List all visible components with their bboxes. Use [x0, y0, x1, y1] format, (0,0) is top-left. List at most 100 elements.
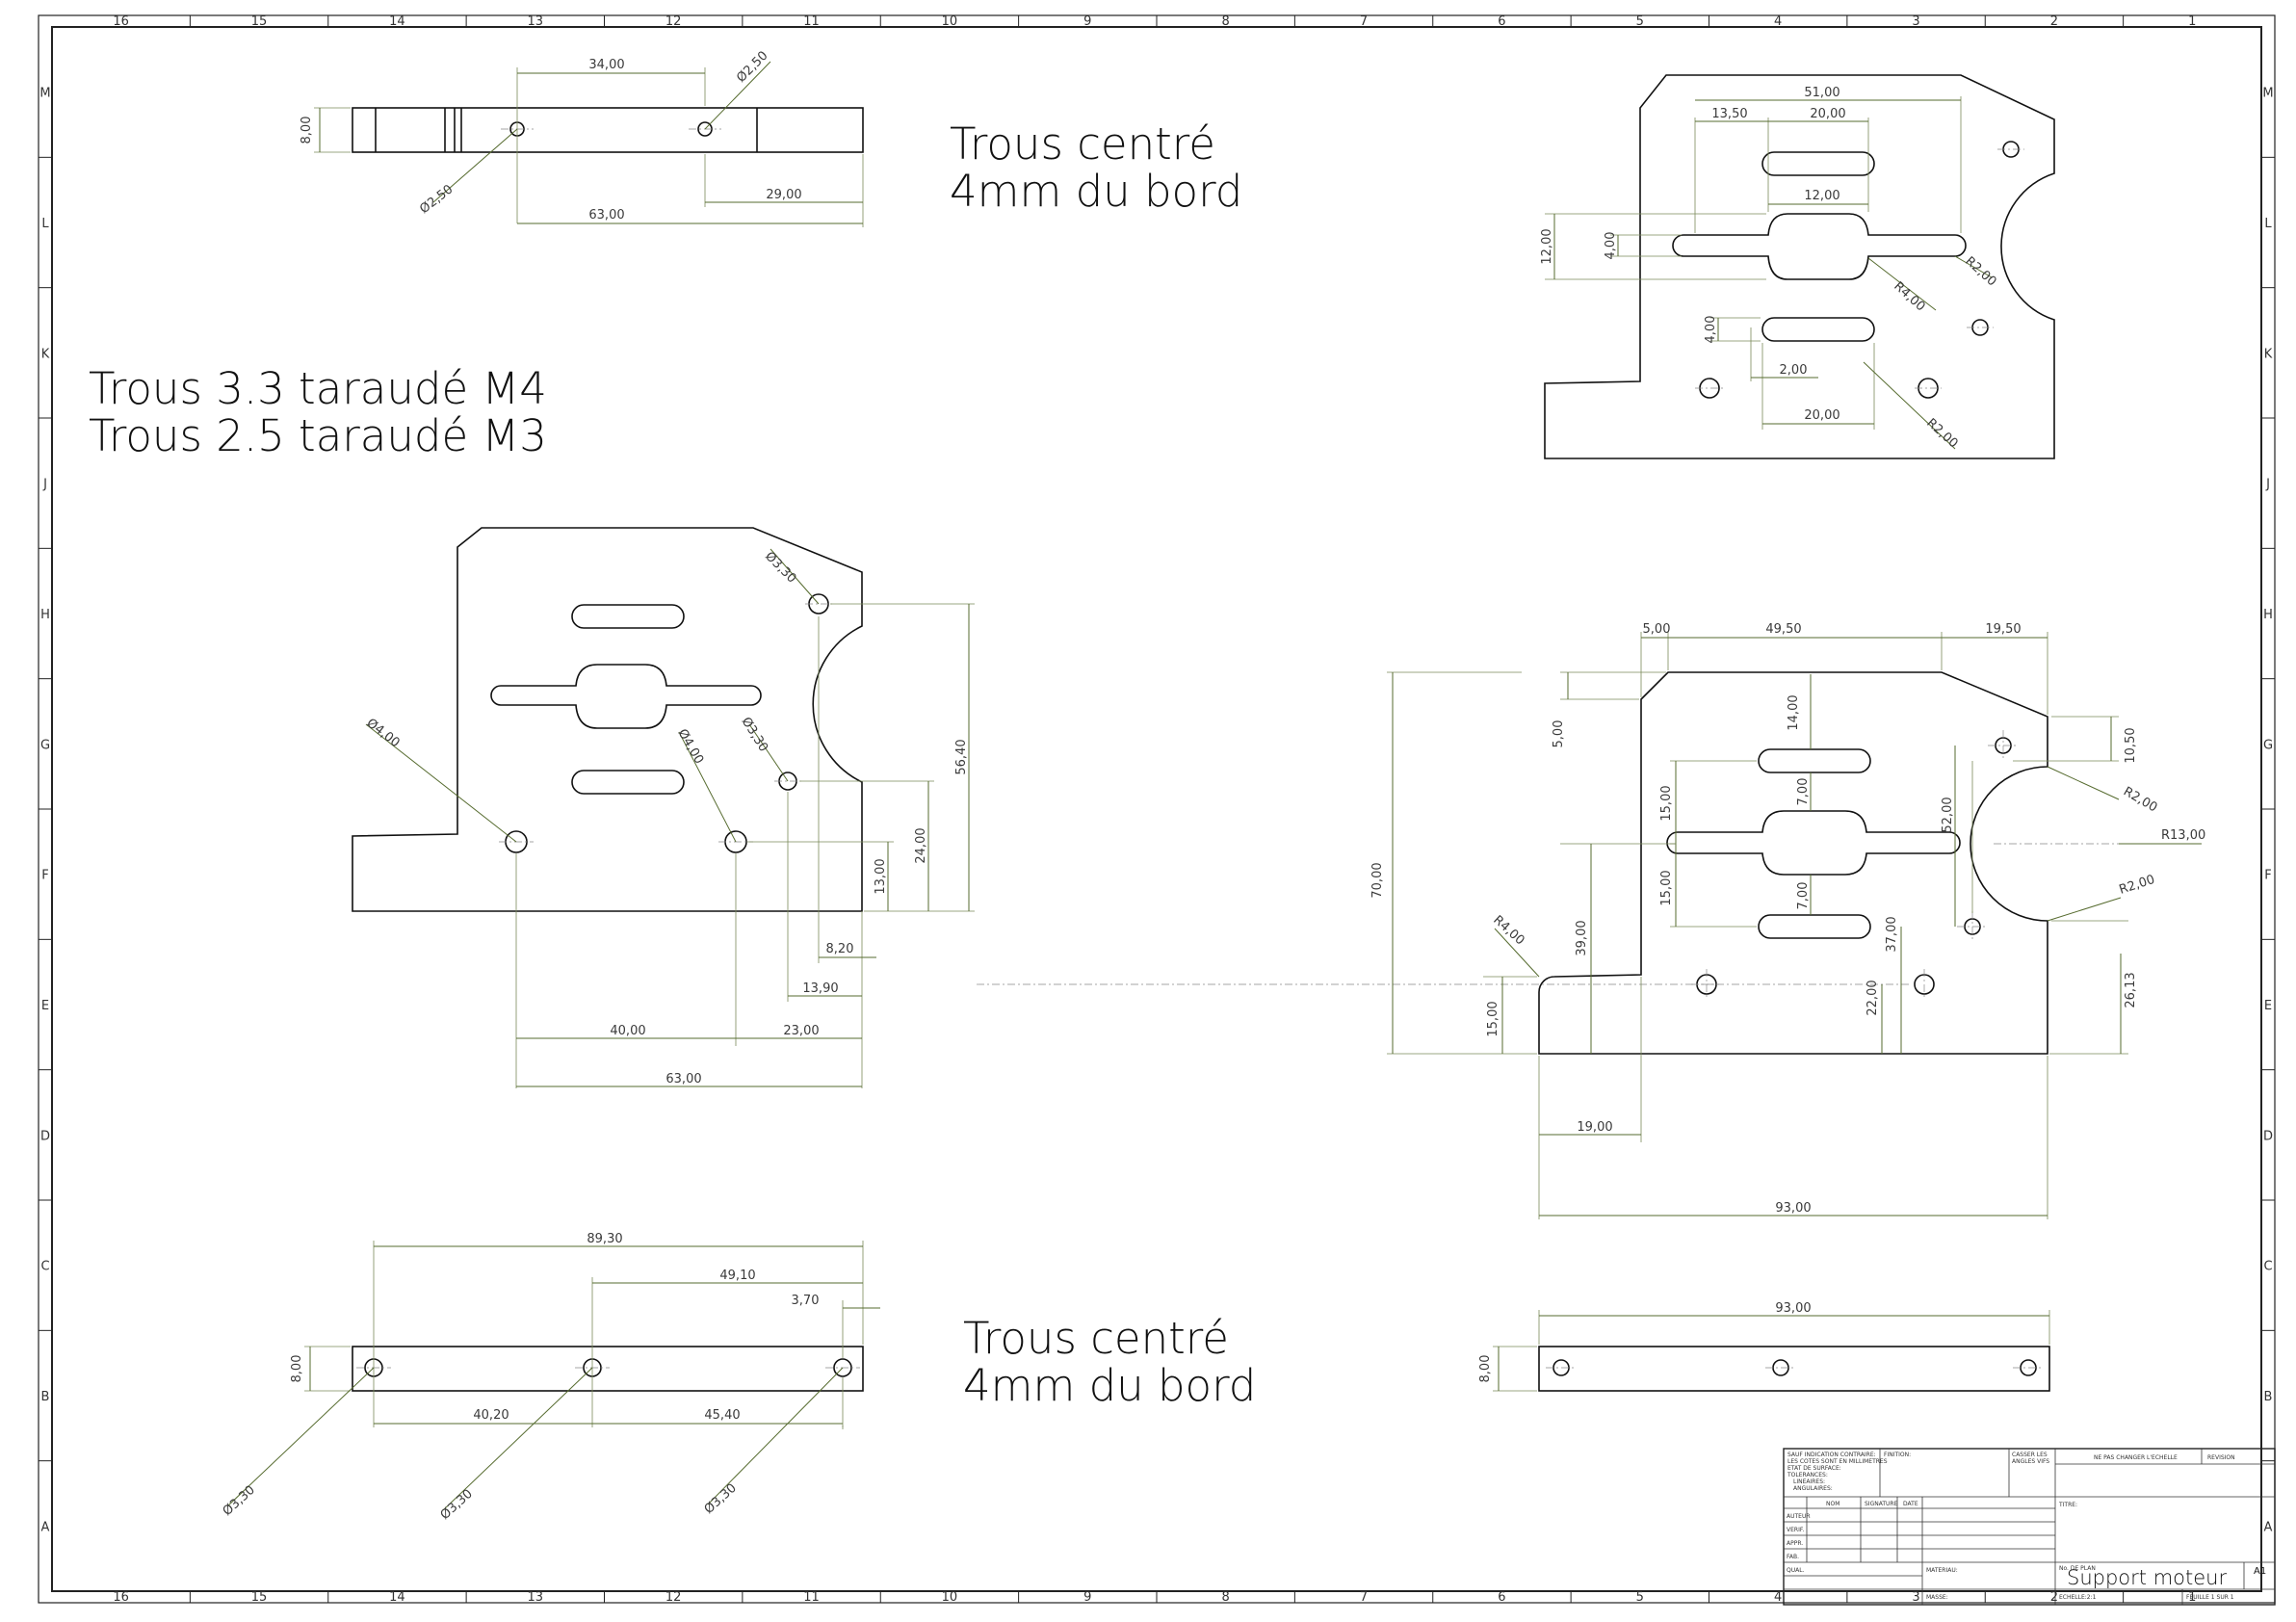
tb-note-line: SAUF INDICATION CONTRAIRE:: [1787, 1452, 1876, 1458]
zone-column-label: 4: [1774, 14, 1782, 29]
zone-column-label: 12: [665, 14, 682, 29]
zone-column-label: 11: [803, 1590, 820, 1605]
zone-column-label: 1: [2188, 14, 2196, 29]
zone-row-label: L: [41, 217, 49, 231]
dim-label: 19,50: [1985, 622, 2021, 637]
dim-label: 70,00: [1370, 862, 1385, 898]
tb-drawing-number-label: No. DE PLAN: [2059, 1565, 2096, 1572]
dim-label: 29,00: [766, 188, 801, 202]
dim-label: 7,00: [1796, 882, 1811, 910]
dim-label: 8,00: [300, 117, 314, 144]
dim-label: 93,00: [1775, 1301, 1811, 1316]
zone-column-label: 11: [803, 14, 820, 29]
note-line: 4mm du bord: [963, 1359, 1257, 1411]
zone-row-label: L: [2264, 217, 2272, 231]
zone-row-label: B: [2264, 1390, 2273, 1404]
dim-label: 7,00: [1796, 778, 1811, 806]
zone-column-label: 7: [1360, 1590, 1368, 1605]
dim-label: 8,20: [826, 942, 854, 956]
dim-label: 2,00: [1780, 363, 1808, 378]
zone-row-label: A: [41, 1520, 50, 1534]
dim-label: Ø3,30: [739, 715, 770, 754]
dim-label: 20,00: [1804, 408, 1839, 423]
zone-row-label: B: [41, 1390, 50, 1404]
view-top-left: 34,00 Ø2,50 8,00 Ø2,50 29,00 63,00: [300, 49, 864, 227]
zone-row-label: H: [2263, 608, 2273, 622]
tb-note-line: LINEAIRES:: [1793, 1478, 1825, 1485]
tb-header: DATE: [1903, 1501, 1918, 1507]
zone-column-label: 13: [528, 14, 544, 29]
dim-label: Ø3,30: [221, 1483, 258, 1519]
dim-label: Ø4,00: [675, 727, 707, 767]
zone-row-label: K: [41, 347, 50, 361]
zone-column-label: 14: [389, 14, 405, 29]
tb-break-edges: ANGLES VIFS: [2012, 1458, 2049, 1465]
dim-label: 34,00: [588, 58, 624, 72]
zone-column-label: 14: [389, 1590, 405, 1605]
view-bottom-right: 93,00 8,00: [1478, 1301, 2050, 1392]
dim-label: 20,00: [1810, 107, 1845, 121]
zone-column-label: 1: [2188, 1590, 2196, 1605]
zone-column-label: 2: [2050, 1590, 2058, 1605]
dim-label: R2,00: [1962, 254, 1998, 290]
dim-label: 45,40: [704, 1408, 740, 1423]
zone-column-label: 4: [1774, 1590, 1782, 1605]
tb-title: Support moteur: [2067, 1566, 2227, 1589]
tb-title-label: TITRE:: [2058, 1502, 2077, 1508]
dim-label: 15,00: [1659, 785, 1674, 821]
dim-label: 13,50: [1711, 107, 1747, 121]
tb-role: APPR.: [1787, 1540, 1803, 1547]
dim-label: 10,50: [2124, 727, 2138, 763]
dim-label: 4,00: [1704, 316, 1718, 344]
tb-note-line: LES COTES SONT EN MILLIMETRES: [1787, 1458, 1888, 1465]
dim-label: 13,90: [802, 981, 838, 996]
tb-note-line: ETAT DE SURFACE:: [1787, 1465, 1841, 1472]
dim-label: 93,00: [1775, 1201, 1811, 1216]
zone-row-label: G: [2263, 738, 2273, 752]
tb-mass-label: MASSE:: [1926, 1594, 1948, 1601]
dim-label: R2,00: [1923, 416, 1960, 452]
zone-column-label: 3: [1912, 1590, 1919, 1605]
zone-row-label: M: [39, 87, 50, 101]
zone-column-label: 13: [528, 1590, 544, 1605]
zone-row-label: F: [2264, 869, 2271, 883]
zone-column-label: 15: [251, 1590, 268, 1605]
dim-label: Ø3,30: [762, 549, 798, 586]
zone-column-label: 10: [942, 1590, 958, 1605]
dim-label: 19,00: [1577, 1120, 1612, 1135]
zone-column-label: 8: [1222, 1590, 1230, 1605]
tb-scale-label: ECHELLE:2:1: [2059, 1594, 2097, 1601]
tb-role: VERIF.: [1787, 1527, 1804, 1533]
zone-column-label: 5: [1636, 14, 1644, 29]
zone-column-label: 3: [1912, 14, 1919, 29]
note-line: Trous 3.3 taraudé M4: [89, 363, 547, 414]
zone-column-label: 9: [1083, 1590, 1091, 1605]
tb-header: SIGNATURE: [1865, 1501, 1898, 1507]
tb-sheet-label: FEUILLE 1 SUR 1: [2186, 1594, 2234, 1601]
note-top-center: Trous centré 4mm du bord: [950, 118, 1242, 215]
dim-label: 39,00: [1575, 920, 1589, 955]
view-top-right: 51,00 13,50 20,00 12,00 12,00 4,00 R2,00…: [1540, 74, 2055, 459]
zone-row-label: A: [2264, 1520, 2273, 1534]
zone-row-label: G: [40, 738, 50, 752]
zone-column-label: 7: [1360, 14, 1368, 29]
zone-column-label: 8: [1222, 14, 1230, 29]
note-line: Trous 2.5 taraudé M3: [89, 409, 547, 461]
dim-label: 5,00: [1643, 622, 1671, 637]
dim-label: 51,00: [1804, 86, 1839, 100]
dim-label: 15,00: [1486, 1001, 1500, 1036]
dim-label: 26,13: [2124, 972, 2138, 1007]
dim-label: 56,40: [954, 739, 969, 774]
zone-column-label: 15: [251, 14, 268, 29]
zone-column-label: 10: [942, 14, 958, 29]
zone-column-label: 2: [2050, 14, 2058, 29]
dim-label: 40,20: [473, 1408, 509, 1423]
dim-label: 5,00: [1552, 720, 1566, 748]
dim-label: 4,00: [1604, 232, 1618, 260]
zone-row-label: M: [2262, 87, 2273, 101]
note-line: Trous centré: [950, 118, 1215, 170]
view-bottom-left: 89,30 49,10 3,70 8,00 40,20 45,40 Ø3,30 …: [221, 1232, 880, 1523]
zone-row-label: C: [2263, 1260, 2272, 1274]
dim-label: R4,00: [1490, 913, 1526, 949]
dim-label: R2,00: [2118, 873, 2157, 898]
